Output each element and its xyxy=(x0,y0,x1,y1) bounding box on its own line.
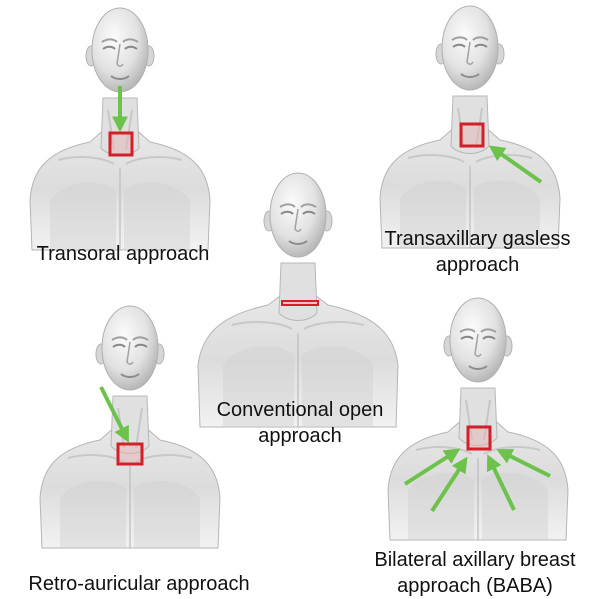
transoral-bust xyxy=(30,8,210,250)
transaxillary-incision-marker xyxy=(461,124,483,146)
transoral-caption: Transoral approach xyxy=(18,241,228,267)
retroauricular-caption: Retro-auricular approach xyxy=(4,571,274,597)
baba-caption-line2: approach (BABA) xyxy=(362,573,588,599)
baba-incision-marker xyxy=(468,427,490,449)
transoral-incision-marker xyxy=(110,133,132,155)
baba-bust xyxy=(388,298,568,540)
transaxillary-caption-line1: Transaxillary gasless xyxy=(375,226,580,252)
conventional-incision-line xyxy=(282,301,318,305)
conventional-caption-line2: approach xyxy=(215,423,385,449)
retroauricular-incision-marker xyxy=(118,444,142,464)
transaxillary-caption-line2: approach xyxy=(375,252,580,278)
conventional-caption-line1: Conventional open xyxy=(215,397,385,423)
retroauricular-bust xyxy=(40,306,220,548)
baba-caption-line1: Bilateral axillary breast xyxy=(362,547,588,573)
